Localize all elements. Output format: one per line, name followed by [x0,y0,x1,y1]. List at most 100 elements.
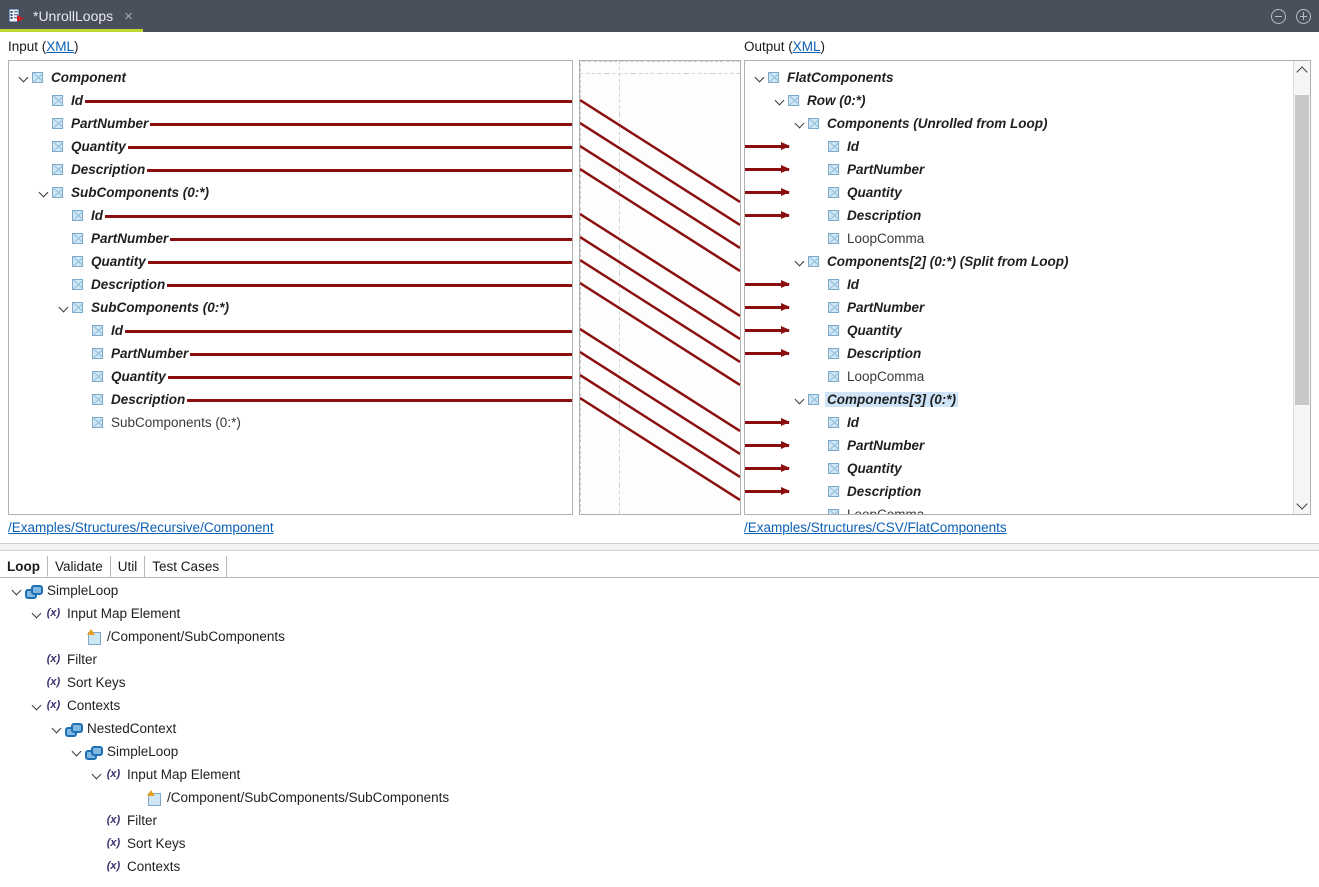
mapping-connector[interactable] [580,373,740,479]
scroll-up-icon[interactable] [1294,61,1310,78]
output-tree-row[interactable]: Quantity [745,181,1310,204]
output-tree-row[interactable]: Components (Unrolled from Loop) [745,112,1310,135]
zoom-out-icon[interactable] [1271,8,1286,24]
node-checkbox-icon[interactable] [828,210,839,221]
loop-tree-row[interactable]: /Component/SubComponents [0,625,1319,648]
input-tree-row[interactable]: PartNumber [9,227,572,250]
input-tree-row[interactable]: SubComponents (0:*) [9,411,572,434]
scrollbar-thumb[interactable] [1295,94,1309,405]
input-tree-row[interactable]: Id [9,319,572,342]
chevron-down-icon[interactable] [793,388,808,411]
node-checkbox-icon[interactable] [52,187,63,198]
input-tree-row[interactable]: Description [9,158,572,181]
bottom-tab-test-cases[interactable]: Test Cases [145,556,228,577]
mapping-connector[interactable] [580,350,740,456]
loop-tree-row[interactable]: (x)Contexts [0,694,1319,717]
node-checkbox-icon[interactable] [828,141,839,152]
node-checkbox-icon[interactable] [92,417,103,428]
mapping-canvas[interactable] [579,60,741,515]
input-xml-link[interactable]: XML [46,39,75,54]
horizontal-splitter[interactable] [0,543,1319,551]
output-tree-row[interactable]: LoopComma [745,365,1310,388]
output-tree-row[interactable]: LoopComma [745,227,1310,250]
output-tree-row[interactable]: Id [745,273,1310,296]
mapping-connector[interactable] [580,235,740,341]
input-tree-row[interactable]: SubComponents (0:*) [9,296,572,319]
loop-tree-row[interactable]: (x)Input Map Element [0,763,1319,786]
loop-tree-row[interactable]: (x)Filter [0,809,1319,832]
output-tree-row[interactable]: Quantity [745,319,1310,342]
mapping-connector[interactable] [580,212,740,318]
input-tree-row[interactable]: Component [9,66,572,89]
chevron-down-icon[interactable] [773,89,788,112]
node-checkbox-icon[interactable] [828,279,839,290]
mapping-connector[interactable] [580,167,740,273]
zoom-in-icon[interactable] [1296,8,1311,24]
node-checkbox-icon[interactable] [788,95,799,106]
bottom-tab-loop[interactable]: Loop [0,556,48,577]
node-checkbox-icon[interactable] [828,417,839,428]
node-checkbox-icon[interactable] [52,141,63,152]
chevron-down-icon[interactable] [90,763,105,786]
input-tree-row[interactable]: SubComponents (0:*) [9,181,572,204]
input-tree-row[interactable]: Quantity [9,135,572,158]
node-checkbox-icon[interactable] [52,118,63,129]
loop-tree-row[interactable]: /Component/SubComponents/SubComponents [0,786,1319,809]
editor-tab-unrollloops[interactable]: *UnrollLoops × [0,0,143,32]
chevron-down-icon[interactable] [17,66,32,89]
chevron-down-icon[interactable] [793,112,808,135]
chevron-down-icon[interactable] [793,250,808,273]
mapping-connector[interactable] [580,258,740,364]
node-checkbox-icon[interactable] [72,302,83,313]
input-tree-row[interactable]: Description [9,388,572,411]
output-tree-row[interactable]: PartNumber [745,158,1310,181]
node-checkbox-icon[interactable] [828,509,839,514]
output-tree-row[interactable]: Id [745,411,1310,434]
mapping-connector[interactable] [580,121,740,227]
input-tree-row[interactable]: Quantity [9,250,572,273]
input-tree-row[interactable]: Description [9,273,572,296]
node-checkbox-icon[interactable] [52,164,63,175]
chevron-down-icon[interactable] [10,579,25,602]
node-checkbox-icon[interactable] [828,233,839,244]
node-checkbox-icon[interactable] [92,325,103,336]
node-checkbox-icon[interactable] [828,463,839,474]
output-tree-row-selected[interactable]: Components[3] (0:*) [745,388,1310,411]
input-tree-row[interactable]: PartNumber [9,112,572,135]
node-checkbox-icon[interactable] [72,256,83,267]
node-checkbox-icon[interactable] [808,256,819,267]
bottom-tab-util[interactable]: Util [110,556,146,577]
chevron-down-icon[interactable] [753,66,768,89]
input-tree-row[interactable]: Id [9,89,572,112]
output-tree-row[interactable]: Quantity [745,457,1310,480]
mapping-connector[interactable] [580,281,740,387]
output-tree-row[interactable]: Components[2] (0:*) (Split from Loop) [745,250,1310,273]
node-checkbox-icon[interactable] [768,72,779,83]
output-tree-row[interactable]: PartNumber [745,296,1310,319]
node-checkbox-icon[interactable] [808,118,819,129]
chevron-down-icon[interactable] [37,181,52,204]
node-checkbox-icon[interactable] [828,348,839,359]
loop-tree-row[interactable]: NestedContext [0,717,1319,740]
chevron-down-icon[interactable] [30,694,45,717]
loop-definition-tree[interactable]: SimpleLoop(x)Input Map Element/Component… [0,579,1319,887]
chevron-down-icon[interactable] [70,740,85,763]
node-checkbox-icon[interactable] [828,440,839,451]
input-tree-row[interactable]: Quantity [9,365,572,388]
output-tree-row[interactable]: Id [745,135,1310,158]
mapping-connector[interactable] [580,327,740,433]
output-tree-row[interactable]: Description [745,342,1310,365]
loop-tree-row[interactable]: (x)Sort Keys [0,671,1319,694]
loop-tree-row[interactable]: (x)Filter [0,648,1319,671]
node-checkbox-icon[interactable] [828,302,839,313]
node-checkbox-icon[interactable] [828,486,839,497]
node-checkbox-icon[interactable] [32,72,43,83]
node-checkbox-icon[interactable] [52,95,63,106]
chevron-down-icon[interactable] [57,296,72,319]
node-checkbox-icon[interactable] [828,371,839,382]
input-tree-row[interactable]: PartNumber [9,342,572,365]
